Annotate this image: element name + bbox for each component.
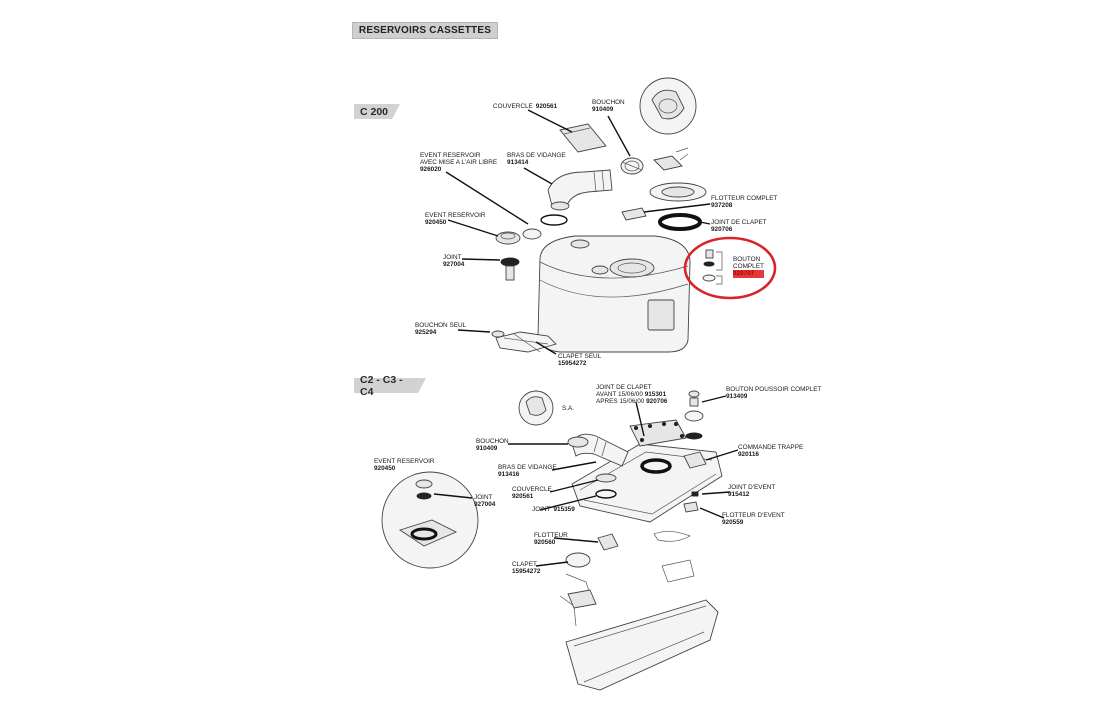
c200-drawing: [445, 77, 777, 355]
c200-valve-seal: [658, 213, 702, 231]
label-c200-bouton: BOUTON COMPLET 920707: [733, 256, 764, 278]
label-c234-joint-g: JOINT 927004: [474, 494, 496, 509]
label-c200-event-air: EVENT RESERVOIR AVEC MISE A L'AIR LIBRE …: [420, 152, 498, 174]
label-c234-flotteur-event: FLOTTEUR D'EVENT 920559: [722, 512, 785, 527]
c200-valve-assembly: [491, 330, 557, 353]
c234-vent-joint: [691, 491, 699, 497]
label-c234-sa: S.A.: [562, 405, 575, 412]
model-tag-c200: C 200: [354, 104, 400, 119]
label-c234-joint-event: JOINT D'EVENT 915412: [728, 484, 776, 499]
label-c200-bouchon-seul: BOUCHON SEUL 925294: [415, 322, 467, 337]
c234-vent-float: [683, 501, 699, 513]
label-c200-joint-clapet: JOINT DE CLAPET 920706: [711, 219, 767, 234]
label-c200-bras: BRAS DE VIDANGE 913414: [507, 152, 566, 167]
c234-vent-ring: [410, 527, 438, 541]
label-c200-clapet-seul: CLAPET SEUL 15954272: [558, 353, 602, 368]
c200-float: [621, 207, 647, 221]
c234-bottom-tray: [565, 599, 719, 691]
label-c200-event: EVENT RESERVOIR 920450: [425, 212, 486, 227]
label-c234-event: EVENT RESERVOIR 920450: [374, 458, 435, 473]
c200-tank: [537, 235, 691, 353]
c200-vent: [495, 228, 542, 245]
c200-lid: [559, 123, 607, 153]
label-c234-bouton-poussoir: BOUTON POUSSOIR COMPLET 913409: [726, 386, 822, 401]
label-c200-flotteur: FLOTTEUR COMPLET 937208: [711, 195, 778, 210]
label-c234-joint-clapet: JOINT DE CLAPET AVANT 15/06/00 915301 AP…: [596, 384, 668, 406]
label-c234-commande-trappe: COMMANDE TRAPPE 920116: [738, 444, 804, 459]
c234-drawing: [381, 390, 739, 691]
c234-push-button: [684, 390, 704, 440]
c200-flange: [649, 182, 707, 202]
label-c234-bouchon: BOUCHON 910409: [476, 438, 509, 453]
label-c234-clapet: CLAPET 15954272: [512, 561, 541, 576]
label-c234-flotteur: FLOTTEUR 920560: [534, 532, 568, 547]
c200-joint: [500, 257, 520, 267]
c234-float: [597, 533, 619, 551]
highlight-circle: [683, 236, 777, 300]
c234-valve-seal: [640, 458, 672, 474]
label-c200-joint: JOINT 927004: [443, 254, 465, 269]
c234-leaders: [433, 395, 739, 567]
c200-button-parts: [702, 249, 723, 285]
label-c200-bouchon: BOUCHON 910409: [592, 99, 625, 114]
label-c234-couvercle: COUVERCLE 920561: [512, 486, 552, 501]
label-c234-bras: BRAS DE VIDANGE 913416: [498, 464, 557, 479]
c234-hatch-control: [683, 451, 707, 469]
c234-clapet: [565, 552, 591, 568]
page-title: RESERVOIRS CASSETTES: [352, 22, 498, 39]
c200-cap: [620, 157, 644, 175]
c200-leaders: [445, 109, 711, 355]
